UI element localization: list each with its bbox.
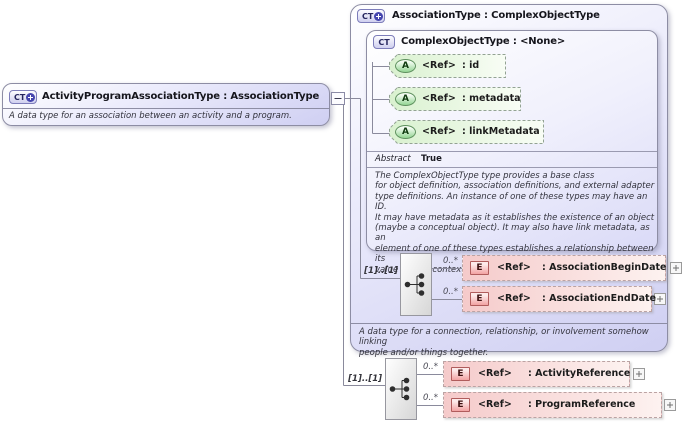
element-icon: E xyxy=(470,292,489,306)
facet-divider-top xyxy=(367,151,657,152)
plus-icon xyxy=(636,371,642,377)
complex-type-icon: CT xyxy=(9,90,37,104)
element-occurs: 0..* xyxy=(422,393,438,403)
element-ref: <Ref> xyxy=(478,399,512,410)
expand-button[interactable] xyxy=(664,399,676,411)
attribute-icon: A xyxy=(395,125,416,139)
left-box-title: ActivityProgramAssociationType : Associa… xyxy=(42,91,320,102)
attribute-name: : id xyxy=(462,60,480,71)
plus-icon xyxy=(667,402,673,408)
complex-type-icon-label: CT xyxy=(378,37,390,47)
collapse-button[interactable] xyxy=(331,92,345,105)
facet-divider-bottom xyxy=(367,167,657,168)
abstract-facet-value: True xyxy=(421,154,442,164)
complex-type-icon-label: CT xyxy=(14,92,26,102)
activity-program-association-type-box[interactable]: CT ActivityProgramAssociationType : Asso… xyxy=(2,83,330,126)
connector-lines xyxy=(343,62,462,406)
attribute-ref: <Ref> xyxy=(422,126,456,137)
element-icon: E xyxy=(451,367,470,381)
attribute-id-shape[interactable] xyxy=(389,54,506,78)
attribute-icon: A xyxy=(395,59,416,73)
complex-object-type-description: The ComplexObjectType type provides a ba… xyxy=(375,171,655,275)
derivation-plus-icon xyxy=(374,12,383,21)
left-box-description: A data type for an association between a… xyxy=(9,111,292,121)
association-type-title: AssociationType : ComplexObjectType xyxy=(392,10,600,21)
association-type-divider xyxy=(351,323,667,324)
sequence-compositor[interactable] xyxy=(385,358,417,420)
sequence-compositor[interactable] xyxy=(400,253,432,316)
element-name: : ProgramReference xyxy=(528,399,636,410)
expand-button[interactable] xyxy=(654,293,666,305)
element-name: : ActivityReference xyxy=(528,368,631,379)
attribute-name: : metadata xyxy=(462,93,521,104)
attribute-ref: <Ref> xyxy=(422,60,456,71)
left-box-divider xyxy=(3,108,329,109)
element-name: : AssociationBeginDate xyxy=(542,262,667,273)
attribute-linkmetadata-shape[interactable] xyxy=(389,120,544,144)
association-type-description: A data type for a connection, relationsh… xyxy=(359,327,649,358)
expand-button[interactable] xyxy=(633,368,645,380)
derivation-plus-icon xyxy=(26,93,35,102)
element-occurs: 0..* xyxy=(422,362,438,372)
attribute-name: : linkMetadata xyxy=(462,126,540,137)
sequence-icon xyxy=(389,377,410,401)
sequence-cardinality: [1]..[1] xyxy=(364,266,398,276)
plus-icon xyxy=(673,265,679,271)
expand-button[interactable] xyxy=(670,262,682,274)
element-program-reference[interactable]: E <Ref> : ProgramReference xyxy=(443,392,662,418)
attribute-ref: <Ref> xyxy=(422,93,456,104)
complex-object-type-title: ComplexObjectType : <None> xyxy=(401,36,566,47)
attribute-metadata-shape[interactable] xyxy=(389,87,521,111)
element-ref: <Ref> xyxy=(497,262,531,273)
element-icon: E xyxy=(451,398,470,412)
element-occurs: 0..* xyxy=(442,256,458,266)
abstract-facet-label: Abstract xyxy=(375,154,411,164)
element-ref: <Ref> xyxy=(497,293,531,304)
element-name: : AssociationEndDate xyxy=(542,293,657,304)
sequence-icon xyxy=(404,273,425,296)
element-ref: <Ref> xyxy=(478,368,512,379)
complex-type-icon: CT xyxy=(373,35,395,49)
sequence-cardinality: [1]..[1] xyxy=(348,374,382,384)
element-occurs: 0..* xyxy=(442,287,458,297)
plus-icon xyxy=(657,296,663,302)
element-association-begin-date[interactable]: E <Ref> : AssociationBeginDate xyxy=(462,255,666,281)
element-icon: E xyxy=(470,261,489,275)
element-association-end-date[interactable]: E <Ref> : AssociationEndDate xyxy=(462,286,656,312)
element-activity-reference[interactable]: E <Ref> : ActivityReference xyxy=(443,361,630,387)
complex-type-icon: CT xyxy=(357,9,385,23)
complex-type-icon-label: CT xyxy=(362,11,374,21)
attribute-icon: A xyxy=(395,92,416,106)
